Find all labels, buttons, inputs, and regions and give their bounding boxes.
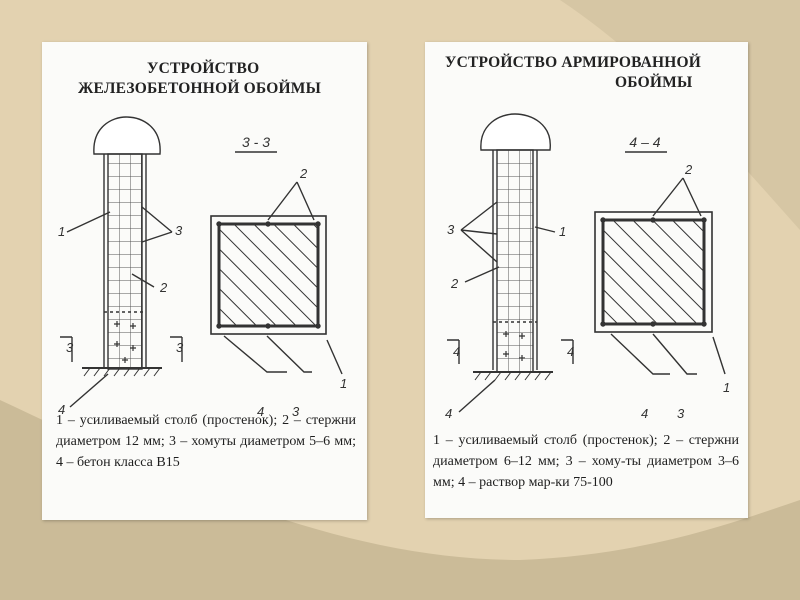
left-section-label: 3 - 3 bbox=[242, 134, 270, 150]
right-label-3: 3 bbox=[447, 222, 455, 237]
right-label-1: 1 bbox=[559, 224, 566, 239]
left-label-2: 2 bbox=[159, 280, 168, 295]
right-caption: 1 – усиливаемый столб (простенок); 2 – с… bbox=[433, 433, 739, 490]
column-body bbox=[107, 153, 143, 370]
right-label-2-section: 2 bbox=[684, 162, 693, 177]
left-mark-right: 3 bbox=[176, 340, 184, 355]
column-body bbox=[496, 149, 534, 373]
right-mark-left: 4 bbox=[453, 344, 460, 359]
column-head bbox=[93, 116, 161, 155]
left-section-label-1: 1 bbox=[340, 376, 347, 391]
left-caption: 1 – усиливаемый столб (простенок); 2 – с… bbox=[56, 413, 356, 470]
right-section-label-4: 4 bbox=[641, 406, 648, 421]
left-panel: УСТРОЙСТВО ЖЕЛЕЗОБЕТОННОЙ ОБОЙМЫ bbox=[42, 42, 367, 520]
left-title-line1: УСТРОЙСТВО bbox=[147, 60, 260, 77]
right-panel: УСТРОЙСТВО АРМИРОВАННОЙ ОБОЙМЫ bbox=[425, 42, 748, 518]
right-title-line2: ОБОЙМЫ bbox=[615, 74, 693, 91]
left-title-line2: ЖЕЛЕЗОБЕТОННОЙ ОБОЙМЫ bbox=[78, 80, 322, 97]
left-label-3: 3 bbox=[175, 223, 183, 238]
left-section-label-3: 3 bbox=[292, 404, 300, 419]
column-head bbox=[480, 113, 551, 151]
right-diagram: 4 – 4 2 3 1 2 4 4 4 4 3 1 bbox=[445, 113, 730, 421]
left-label-1: 1 bbox=[58, 224, 65, 239]
left-label-4: 4 bbox=[58, 402, 65, 417]
left-label-2-section: 2 bbox=[299, 166, 308, 181]
section-outer bbox=[594, 211, 713, 333]
right-label-4: 4 bbox=[445, 406, 452, 421]
left-diagram: 3 - 3 2 1 3 2 3 3 4 4 3 1 bbox=[58, 116, 347, 419]
right-section-label-1: 1 bbox=[723, 380, 730, 395]
right-label-2: 2 bbox=[450, 276, 459, 291]
section-outer bbox=[210, 215, 327, 335]
left-mark-left: 3 bbox=[66, 340, 74, 355]
right-title-line1: УСТРОЙСТВО АРМИРОВАННОЙ bbox=[445, 54, 702, 71]
right-section-label: 4 – 4 bbox=[629, 134, 660, 150]
right-section-label-3: 3 bbox=[677, 406, 685, 421]
left-section-label-4: 4 bbox=[257, 404, 264, 419]
right-mark-right: 4 bbox=[567, 344, 574, 359]
section-inner bbox=[217, 222, 320, 328]
section-inner bbox=[601, 218, 706, 326]
